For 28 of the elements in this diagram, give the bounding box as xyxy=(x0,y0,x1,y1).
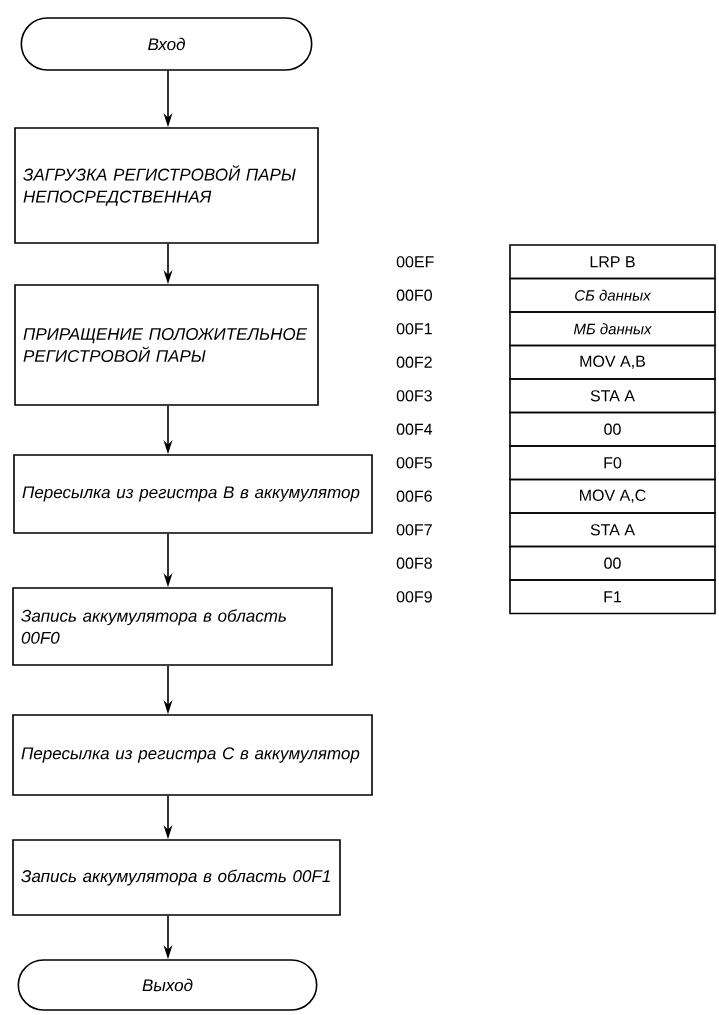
address-label: 00F8 xyxy=(396,557,432,569)
address-label: 00F9 xyxy=(396,591,432,603)
memory-cell: СБ данных xyxy=(509,277,716,313)
memory-cell: LRP B xyxy=(509,244,716,280)
memory-cell: 00 xyxy=(509,545,716,581)
address-label: 00F2 xyxy=(396,356,432,368)
address-label: 00F4 xyxy=(396,423,433,435)
address-label: 00F7 xyxy=(396,524,432,536)
process-box: Запись аккумулятора в область 00F1 xyxy=(12,839,341,916)
memory-cell: МБ данных xyxy=(509,311,716,347)
process-box: Пересылка из регистра C в аккумулятор xyxy=(12,714,373,796)
memory-cell: 00 xyxy=(509,411,716,447)
memory-cell: STA A xyxy=(509,512,716,548)
address-label: 00EF xyxy=(396,256,434,268)
memory-cell: MOV A,C xyxy=(509,478,716,514)
process-box: ЗАГРУЗКА РЕГИСТРОВОЙ ПАРЫ НЕПОСРЕДСТВЕННАЯ xyxy=(14,127,319,244)
process-box: Запись аккумулятора в область 00F0 xyxy=(12,587,333,666)
memory-cell: F1 xyxy=(509,579,716,615)
memory-cell: STA A xyxy=(509,378,716,414)
address-label: 00F3 xyxy=(396,390,432,402)
address-label: 00F5 xyxy=(396,457,432,469)
process-box: Пересылка из регистра B в аккумулятор xyxy=(13,454,373,534)
memory-cell: F0 xyxy=(509,445,716,481)
address-label: 00F6 xyxy=(396,490,432,502)
address-label: 00F1 xyxy=(396,323,432,335)
process-box: ПРИРАЩЕНИЕ ПОЛОЖИТЕЛЬНОЕ РЕГИСТРОВОЙ ПАРЫ xyxy=(14,284,319,406)
memory-cell: MOV A,B xyxy=(509,344,716,380)
address-label: 00F0 xyxy=(396,289,432,301)
